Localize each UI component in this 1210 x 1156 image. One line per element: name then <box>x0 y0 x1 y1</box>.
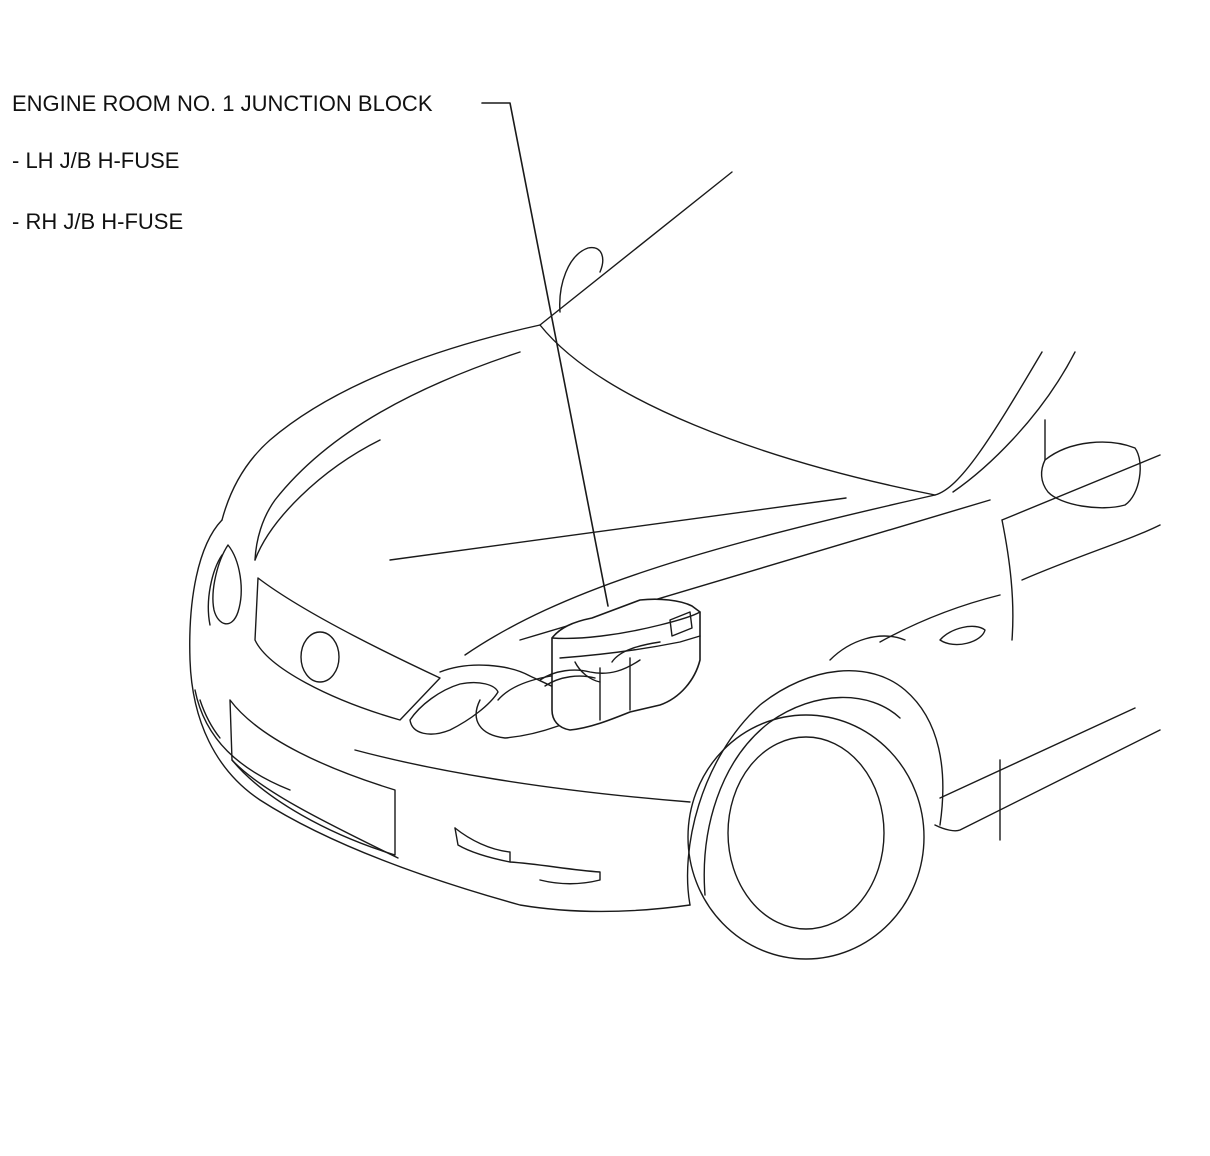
leader-line <box>481 102 609 607</box>
lh-fuse-label: - LH J/B H-FUSE <box>12 148 180 173</box>
rh-fuse-label: - RH J/B H-FUSE <box>12 209 184 234</box>
junction-block-label: ENGINE ROOM NO. 1 JUNCTION BLOCK <box>12 91 433 116</box>
junction-block-illustration <box>539 598 701 731</box>
car-illustration <box>189 171 1161 960</box>
